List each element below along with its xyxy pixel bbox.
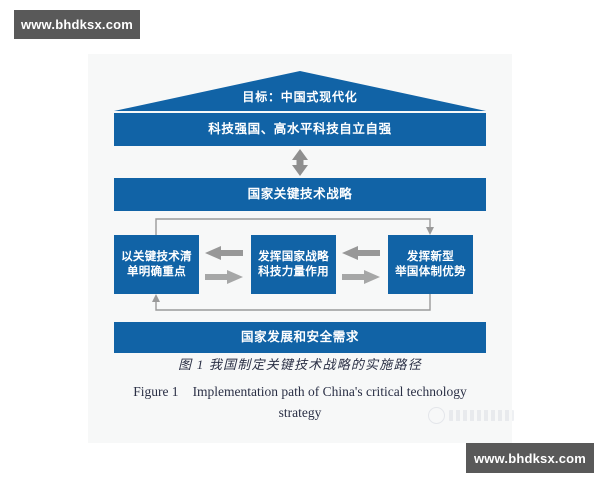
arrow-left-icon-right-to-mid [342,246,380,260]
box-key-technology-list: 以关键技术清 单明确重点 [114,235,199,294]
weibo-watermark-text [449,409,514,421]
box-key-technology-list-line1: 以关键技术清 [121,251,192,264]
figure-caption-english-line2: strategy [278,404,322,420]
box-new-nationwide-system-line1: 发挥新型 [406,251,455,264]
box-key-technology-list-line2: 单明确重点 [127,265,186,278]
figure-caption-english-line1: Implementation path of China's critical … [192,384,467,399]
arrow-left-icon-mid-to-left [205,246,243,260]
box-new-nationwide-system-line2: 举国体制优势 [395,265,466,278]
figure-caption-english: Figure 1 Implementation path of China's c… [88,382,512,424]
watermark-banner-bottom: www.bhdksx.com [466,443,594,473]
box-national-strategic-science-force-line1: 发挥国家战略 [258,251,329,264]
figure-caption: 图 1 我国制定关键技术战略的实施路径 Figure 1 Implementati… [88,354,512,424]
bracket-connector-icon-bottom [152,294,431,311]
watermark-banner-top: www.bhdksx.com [14,10,140,39]
box-new-nationwide-system: 发挥新型 举国体制优势 [388,235,473,294]
figure-number-label: Figure 1 [133,384,179,399]
double-arrow-vertical-icon [292,149,308,176]
bar-pillar: 科技强国、高水平科技自立自强 [114,113,486,146]
arrow-right-icon-left-to-mid [205,270,243,284]
bracket-connector-icon-top [155,218,434,235]
weibo-watermark-icon [428,406,514,424]
arrow-right-icon-mid-to-right [342,270,380,284]
bar-strategy: 国家关键技术战略 [114,178,486,211]
weibo-badge-icon [428,406,445,424]
box-national-strategic-science-force: 发挥国家战略 科技力量作用 [251,235,336,294]
roof-shape [114,71,486,111]
roof-label: 目标：中国式现代化 [242,90,358,104]
figure-caption-chinese: 图 1 我国制定关键技术战略的实施路径 [178,357,422,372]
figure-diagram: 目标：中国式现代化 科技强国、高水平科技自立自强 国家关键技术战略 国家发展和安… [88,54,514,443]
document-page: 目标：中国式现代化 科技强国、高水平科技自立自强 国家关键技术战略 国家发展和安… [88,54,514,443]
bar-demand: 国家发展和安全需求 [114,322,486,353]
box-national-strategic-science-force-line2: 科技力量作用 [258,265,329,278]
diagram-vector-layer [114,71,486,311]
